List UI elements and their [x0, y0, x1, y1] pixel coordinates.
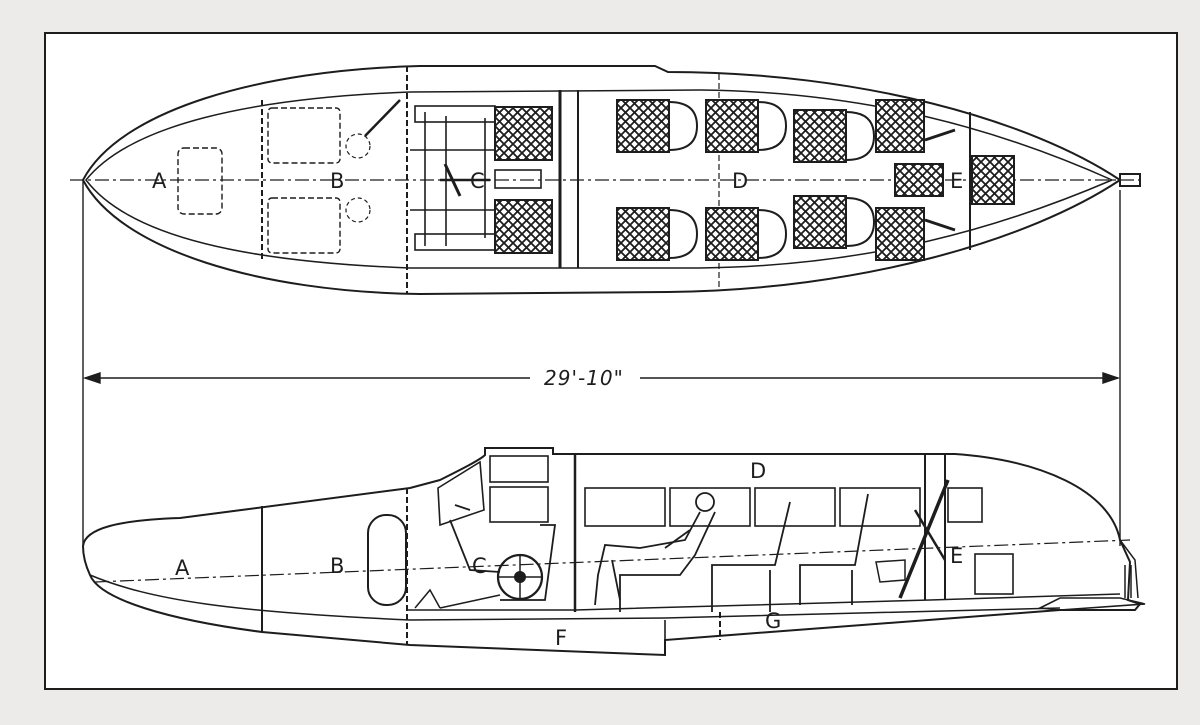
side-label-e: E: [950, 544, 963, 568]
plan-label-d: D: [732, 169, 748, 193]
plan-hatch-b1: [267, 107, 341, 164]
side-centerline: [94, 539, 1131, 583]
plan-hatch-b2: [267, 197, 341, 254]
plan-seat: [616, 99, 670, 153]
plan-e-seat: [971, 155, 1015, 205]
plan-label-e: E: [950, 169, 963, 193]
plan-tail-stub: [1119, 173, 1141, 187]
side-hull-outline: [81, 447, 1142, 657]
plan-pilot-seat-stbd: [494, 199, 553, 254]
plan-cockpit-controls: [410, 105, 542, 251]
plan-label-a: A: [152, 169, 167, 193]
side-pilot-seat: [449, 504, 557, 601]
side-cabin-window: [669, 487, 751, 527]
side-label-c: C: [472, 554, 487, 578]
side-cabin-window: [584, 487, 666, 527]
side-view: [81, 447, 1146, 657]
plan-porthole-1: [345, 133, 371, 159]
side-label-b: B: [330, 554, 344, 578]
plan-seat: [793, 195, 847, 249]
side-keel-line: [89, 574, 1061, 621]
side-pedals: [414, 588, 501, 609]
side-tail-fin: [1037, 597, 1146, 611]
side-floor-line: [407, 593, 1121, 611]
side-passenger-seat: [711, 501, 791, 612]
side-passenger-seat: [799, 493, 869, 605]
plan-label-c: C: [470, 169, 485, 193]
plan-e-fitting: [894, 163, 944, 197]
plan-seat: [705, 99, 759, 153]
plan-rod: [364, 99, 401, 137]
side-windshield: [437, 460, 485, 527]
plan-seat: [875, 99, 925, 153]
side-strut: [898, 479, 950, 599]
plan-porthole-2: [345, 197, 371, 223]
plan-cabin-seats-stbd: [616, 195, 925, 261]
plan-seat: [616, 207, 670, 261]
side-cabin-window: [839, 487, 921, 527]
plan-hull-inner: [85, 89, 1114, 269]
plan-seat: [705, 207, 759, 261]
plan-view: [70, 65, 1141, 296]
dimension-line: [82, 180, 1121, 546]
side-label-f: F: [555, 626, 567, 650]
plan-seat: [875, 207, 925, 261]
side-stern-detail: [1119, 539, 1139, 599]
side-cockpit-window-1: [489, 455, 549, 483]
plan-pilot-seat-port: [494, 106, 553, 161]
side-label-g: G: [765, 609, 781, 633]
side-cabin-window: [754, 487, 836, 527]
plan-label-b: B: [330, 169, 344, 193]
overall-length-label: 29'-10": [544, 366, 624, 390]
side-hatch-door: [367, 514, 407, 606]
side-passenger: [594, 492, 716, 612]
side-label-a: A: [175, 556, 190, 580]
side-cockpit-window-2: [489, 486, 549, 523]
plan-cabin-seats-port: [616, 99, 925, 163]
drawing-sheet: [44, 32, 1178, 690]
plan-hatch-a: [177, 147, 223, 215]
side-cabin-window: [947, 487, 983, 523]
plan-seat: [793, 109, 847, 163]
side-label-d: D: [750, 459, 766, 483]
side-e-box: [974, 553, 1014, 595]
